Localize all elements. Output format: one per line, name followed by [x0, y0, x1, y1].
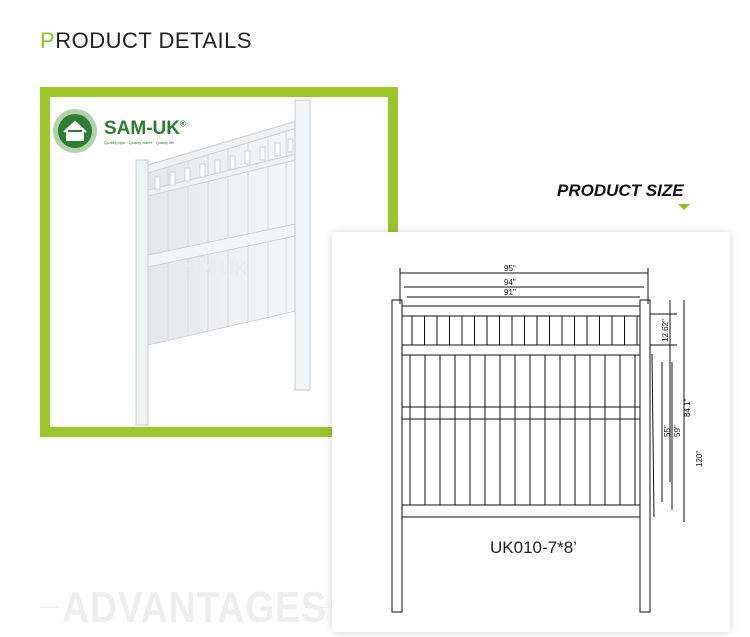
- brand-logo: SAM-UK® Quality pipe · Quality water · Q…: [52, 108, 186, 154]
- down-triangle-icon: [678, 204, 690, 210]
- svg-text:94": 94": [504, 278, 516, 287]
- svg-text:91": 91": [504, 288, 516, 297]
- size-drawing-card: 95" 94" 91" 12.62" 55" 59" 84.1" 120" UK…: [332, 232, 730, 632]
- divider: [40, 607, 58, 608]
- svg-text:95": 95": [504, 264, 516, 273]
- watermark: SAM-UK: [170, 258, 248, 280]
- page-title: PRODUCT DETAILS: [40, 28, 253, 53]
- product-size-title: PRODUCT SIZE: [557, 181, 684, 200]
- svg-text:12.62": 12.62": [661, 319, 670, 342]
- svg-text:55": 55": [663, 425, 672, 437]
- divider: [305, 607, 332, 608]
- advantages-heading: ADVANTAGES: [62, 583, 327, 632]
- svg-text:84.1": 84.1": [683, 398, 692, 417]
- model-number: UK010-7*8’: [490, 538, 577, 557]
- house-logo-icon: [53, 109, 97, 153]
- fence-dimension-drawing: 95" 94" 91" 12.62" 55" 59" 84.1" 120": [391, 264, 704, 613]
- svg-text:120": 120": [695, 451, 704, 467]
- fence-product-image: SAM-UK: [135, 99, 311, 426]
- svg-text:59": 59": [673, 425, 682, 437]
